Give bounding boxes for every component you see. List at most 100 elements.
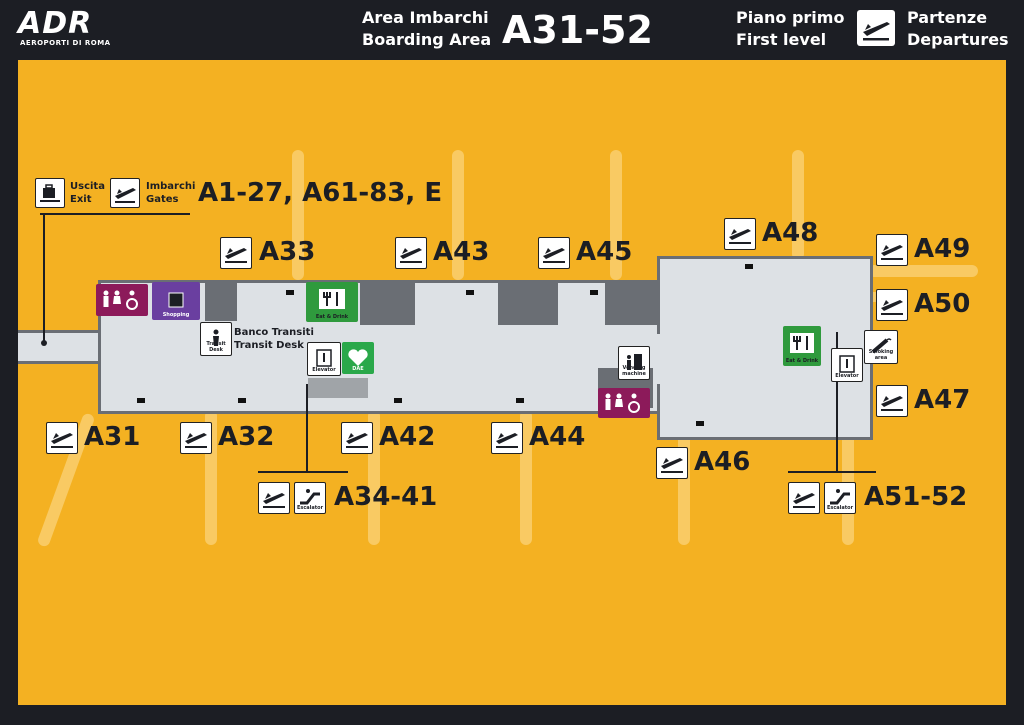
header: ADR AEROPORTI DI ROMA Area Imbarchi Boar…	[0, 0, 1024, 60]
elevator-caption: Elevator	[312, 367, 336, 373]
transit-person-icon: Transit Desk	[200, 322, 232, 356]
gate-a48-label: A48	[762, 218, 819, 248]
gate-a31-label: A31	[84, 422, 141, 452]
gate-a50-label: A50	[914, 289, 971, 319]
floor-marker	[696, 421, 704, 426]
departures-header-icon	[857, 10, 895, 46]
gate-a42-label: A42	[379, 422, 436, 452]
gate-a46-label: A46	[694, 447, 751, 477]
elevator-icon: Elevator	[307, 342, 341, 376]
elevator-icon: Elevator	[831, 348, 863, 382]
gate-a51-52-label: A51-52	[864, 482, 968, 512]
departure-plane-icon	[110, 178, 140, 208]
gate-a32-label: A32	[218, 422, 275, 452]
gate-a34-41-label: A34-41	[334, 482, 438, 512]
exit-corridor	[18, 330, 106, 364]
area-code: A31-52	[502, 8, 653, 52]
floor-marker	[137, 398, 145, 403]
transit-desk-caption: Transit Desk	[206, 341, 226, 353]
escalator-icon: Escalator	[294, 482, 326, 514]
toilets-icon	[96, 284, 148, 316]
departure-plane-icon	[656, 447, 688, 479]
floor-marker	[394, 398, 402, 403]
fork-knife-icon: Eat & Drink	[306, 282, 358, 322]
departure-plane-icon	[876, 385, 908, 417]
departure-plane-icon	[491, 422, 523, 454]
exit-label-en: Exit	[70, 194, 92, 205]
gate-a44-label: A44	[529, 422, 586, 452]
smoking-icon: Smoking area	[864, 330, 898, 364]
smoking-caption: Smoking area	[868, 349, 894, 361]
store-block	[498, 283, 558, 325]
eat-drink-caption: Eat & Drink	[315, 314, 349, 320]
toilets-icon	[598, 388, 650, 418]
departure-plane-icon	[876, 234, 908, 266]
adr-logo: ADR	[18, 6, 93, 41]
direction-label-it: Partenze	[907, 8, 988, 27]
departure-plane-icon	[788, 482, 820, 514]
floor-label-it: Piano primo	[736, 8, 845, 27]
eat-drink-caption: Eat & Drink	[785, 358, 819, 364]
jet-bridge	[610, 150, 622, 280]
jet-bridge	[520, 410, 532, 545]
defibrillator-icon: DAE	[342, 342, 374, 374]
vending-machine-icon: Vending machine	[618, 346, 650, 380]
floor-marker	[466, 290, 474, 295]
leader-line	[788, 471, 876, 473]
concourse-join	[655, 334, 675, 384]
leader-line	[258, 471, 348, 473]
floor-marker	[516, 398, 524, 403]
elevator-caption: Elevator	[835, 373, 859, 379]
store-block	[205, 283, 237, 321]
floor-marker	[745, 264, 753, 269]
jet-bridge	[292, 150, 304, 280]
store-block	[605, 283, 657, 325]
departure-plane-icon	[724, 218, 756, 250]
departure-plane-icon	[180, 422, 212, 454]
store-block	[360, 283, 415, 325]
departure-plane-icon	[341, 422, 373, 454]
floor-marker	[238, 398, 246, 403]
jet-bridge	[868, 265, 978, 277]
departure-plane-icon	[538, 237, 570, 269]
departure-plane-icon	[220, 237, 252, 269]
gates-label-it: Imbarchi	[146, 181, 196, 192]
departure-plane-icon	[876, 289, 908, 321]
escalator-caption: Escalator	[826, 505, 854, 511]
departure-plane-icon	[258, 482, 290, 514]
gate-a43-label: A43	[433, 237, 490, 267]
vending-caption: Vending machine	[622, 365, 646, 377]
shopping-bag-icon: Shopping	[152, 282, 200, 320]
gate-a33-label: A33	[259, 237, 316, 267]
escalator-block	[308, 378, 368, 398]
floor-marker	[590, 290, 598, 295]
exit-label-it: Uscita	[70, 181, 105, 192]
leader-line	[306, 384, 308, 472]
other-gates-label: A1-27, A61-83, E	[198, 178, 443, 208]
leader-line	[40, 213, 190, 215]
floor-marker	[286, 290, 294, 295]
gate-a47-label: A47	[914, 385, 971, 415]
departure-plane-icon	[46, 422, 78, 454]
floor-label-en: First level	[736, 30, 827, 49]
leader-line	[836, 332, 838, 472]
gate-a49-label: A49	[914, 234, 971, 264]
gate-a45-label: A45	[576, 237, 633, 267]
escalator-icon: Escalator	[824, 482, 856, 514]
baggage-exit-icon	[35, 178, 65, 208]
transit-desk-label-it: Banco Transiti	[234, 327, 314, 338]
area-label-en: Boarding Area	[362, 30, 492, 49]
dae-caption: DAE	[352, 366, 364, 372]
transit-desk-label-en: Transit Desk	[234, 340, 304, 351]
departure-plane-icon	[395, 237, 427, 269]
fork-knife-icon: Eat & Drink	[783, 326, 821, 366]
escalator-caption: Escalator	[296, 505, 324, 511]
adr-tagline: AEROPORTI DI ROMA	[20, 39, 111, 47]
leader-line	[43, 213, 45, 343]
direction-label-en: Departures	[907, 30, 1009, 49]
area-label-it: Area Imbarchi	[362, 8, 489, 27]
gates-label-en: Gates	[146, 194, 179, 205]
you-are-here-dot	[41, 340, 47, 346]
jet-bridge	[792, 150, 804, 260]
jet-bridge	[452, 150, 464, 280]
